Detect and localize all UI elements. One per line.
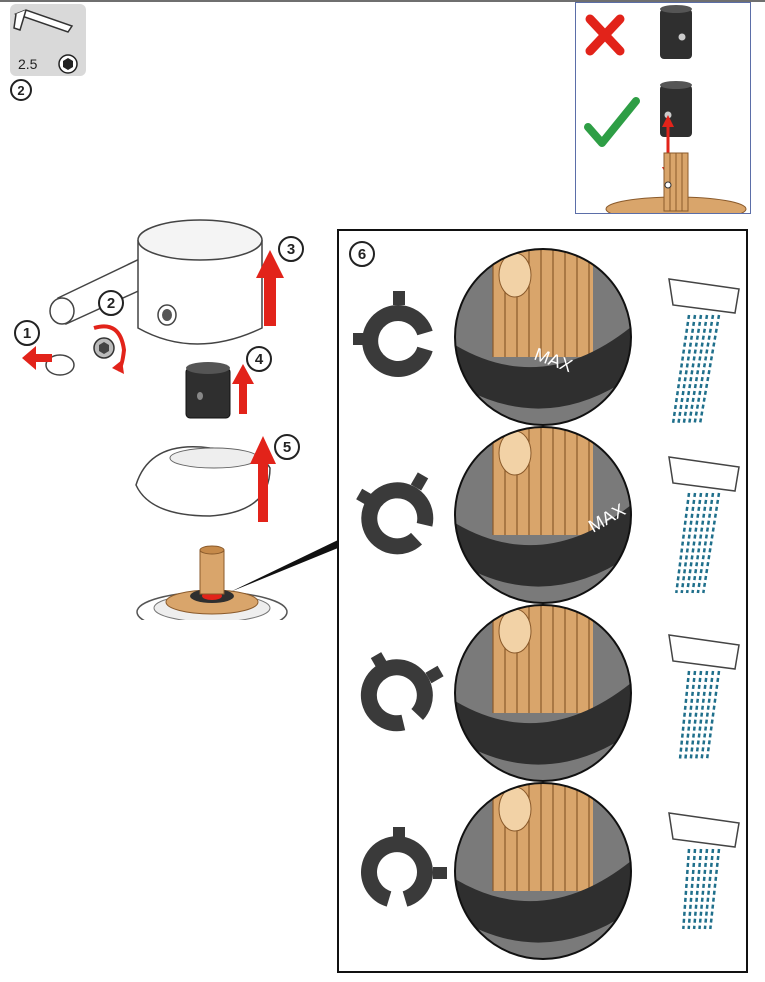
spout-spray-icon xyxy=(668,278,740,426)
sleeve-wrong-orientation xyxy=(660,5,692,59)
limiter-ring-icon xyxy=(356,472,434,555)
cartridge-zoom-view xyxy=(455,605,631,781)
step-badge-loosen-screw: 2 xyxy=(98,290,124,316)
step-badge-adjust-limiter: 6 xyxy=(349,241,375,267)
faucet-disassembly-illustration xyxy=(22,219,338,620)
limiter-row-high-flow: MAX xyxy=(356,426,740,604)
cartridge-zoom-view: MAX xyxy=(455,249,631,425)
orientation-reference-box xyxy=(575,2,751,214)
grub-screw xyxy=(93,337,115,359)
sleeve-correct-orientation xyxy=(660,81,692,137)
tool-step-number: 2 xyxy=(10,79,32,101)
arrow-lift-cover xyxy=(250,436,276,522)
faucet-handle xyxy=(49,219,263,345)
step-badge-remove-cap: 1 xyxy=(14,320,40,346)
cartridge-zoom-view: MAX xyxy=(455,427,631,603)
cartridge-zoom-view xyxy=(455,783,631,959)
green-check-icon xyxy=(584,97,640,147)
spout-spray-icon xyxy=(668,812,740,930)
orientation-reference-illustration xyxy=(584,5,747,213)
limiter-row-max-flow: MAX xyxy=(353,248,740,426)
tool-size-label: 2.5 xyxy=(18,56,38,72)
limiter-row-medium-flow xyxy=(360,604,740,782)
limiter-ring-icon xyxy=(361,827,447,907)
cartridge-base xyxy=(136,545,288,620)
sleeve-part xyxy=(185,362,231,419)
limiter-row-low-flow xyxy=(361,782,740,960)
cap-plug xyxy=(45,354,75,376)
arrow-remove-cap xyxy=(22,346,52,370)
step-badge-lift-cover: 5 xyxy=(274,434,300,460)
step-badge-lift-sleeve: 4 xyxy=(246,346,272,372)
arrow-lift-sleeve xyxy=(232,364,254,414)
callout-pointer xyxy=(230,540,338,592)
allen-key-icon xyxy=(13,9,74,33)
hex-socket-icon xyxy=(58,54,78,74)
spout-spray-icon xyxy=(668,634,740,762)
spout-spray-icon xyxy=(668,456,740,594)
spline-shaft xyxy=(605,152,747,213)
step-badge-lift-handle: 3 xyxy=(278,236,304,262)
cover-cap xyxy=(135,446,271,517)
arrow-lift-handle xyxy=(256,250,284,326)
tool-panel: 2.5 xyxy=(10,4,86,76)
limiter-ring-icon xyxy=(360,652,444,732)
red-cross-icon xyxy=(585,14,625,56)
limiter-ring-icon xyxy=(353,291,433,377)
top-border xyxy=(0,0,765,2)
arrow-loosen-screw xyxy=(93,324,127,374)
